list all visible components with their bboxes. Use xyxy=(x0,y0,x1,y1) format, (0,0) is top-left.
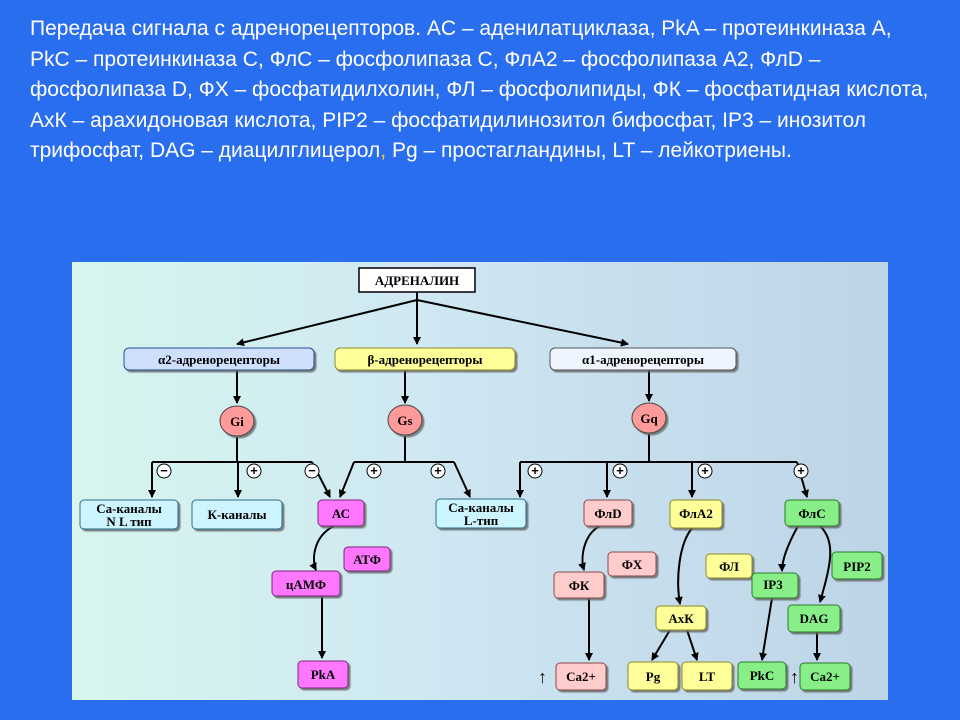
fld-box: ФлD xyxy=(583,499,633,527)
slide-caption: Передача сигнала с адренорецепторов. AC … xyxy=(30,14,930,167)
plus-sign-icon: + xyxy=(697,463,713,479)
gq-label: Gq xyxy=(640,411,658,426)
sign-text: + xyxy=(616,463,624,478)
lt-box: LT xyxy=(681,661,733,691)
alpha2-receptor-label: α2-адренорецепторы xyxy=(158,352,280,367)
ca-channels-l-box: Са-каналы L-тип xyxy=(435,498,527,529)
adrenaline-label: АДРЕНАЛИН xyxy=(375,273,459,288)
signal-diagram: АДРЕНАЛИН α2-адренорецепторы β-адренорец… xyxy=(79,267,883,691)
minus-sign-icon: − xyxy=(156,463,172,479)
ca-box-1: Ca2+ xyxy=(555,662,607,691)
caption-text-1: Передача сигнала с адренорецепторов. AC … xyxy=(30,17,929,162)
ac-label: АС xyxy=(332,506,350,521)
fla2-box: ФлА2 xyxy=(669,499,723,529)
gs-label: Gs xyxy=(397,413,412,428)
pka-label: PkA xyxy=(311,667,336,682)
ca-label-1: Ca2+ xyxy=(566,669,596,684)
lt-label: LT xyxy=(699,669,715,684)
fla2-label: ФлА2 xyxy=(679,506,713,521)
fl-box: ФЛ xyxy=(705,553,753,579)
gs-protein-circle: Gs xyxy=(387,404,423,436)
fx-label: ФХ xyxy=(622,557,643,572)
plus-sign-icon: + xyxy=(366,463,382,479)
pip2-box: PIP2 xyxy=(831,551,883,580)
fl-label: ФЛ xyxy=(719,559,739,574)
ca-channels-nl-line1: Са-каналы xyxy=(96,501,162,516)
sign-text: + xyxy=(701,463,709,478)
k-channels-box: К-каналы xyxy=(191,499,283,530)
fld-label: ФлD xyxy=(594,506,621,521)
atf-label: АТФ xyxy=(353,552,381,567)
axk-label: АхК xyxy=(668,611,694,626)
k-channels-label: К-каналы xyxy=(207,507,266,522)
dag-label: DAG xyxy=(800,611,829,626)
minus-sign-icon: − xyxy=(304,463,320,479)
sign-text: + xyxy=(434,463,442,478)
ca-box-2: Ca2+ xyxy=(799,662,851,691)
fx-box: ФХ xyxy=(607,551,657,577)
connectors xyxy=(148,292,832,661)
caption-accent-comma: , xyxy=(380,139,387,162)
plus-sign-icon: + xyxy=(246,463,262,479)
dag-box: DAG xyxy=(787,604,841,633)
atf-box: АТФ xyxy=(343,546,391,572)
alpha1-receptor-box: α1-адренорецепторы xyxy=(549,347,737,371)
plus-sign-icon: + xyxy=(527,463,543,479)
pg-box: Pg xyxy=(627,661,679,691)
gi-label: Gi xyxy=(230,414,244,429)
increase-arrow-icon: ↑ xyxy=(538,667,547,687)
axk-box: АхК xyxy=(655,605,707,631)
fk-box: ФК xyxy=(553,571,605,599)
ip3-label: IP3 xyxy=(763,577,783,592)
diagram-panel: АДРЕНАЛИН α2-адренорецепторы β-адренорец… xyxy=(72,262,888,700)
ca-label-2: Ca2+ xyxy=(810,669,840,684)
camp-label: цАМФ xyxy=(286,577,326,592)
pip2-label: PIP2 xyxy=(843,559,870,574)
caption-text-2: Pg – простагландины, LT – лейкотриены. xyxy=(386,139,792,162)
ip3-box: IP3 xyxy=(751,572,799,599)
ca-channels-nl-line2: N L тип xyxy=(106,514,152,529)
arrow-to-alpha2 xyxy=(236,299,418,347)
sign-text: + xyxy=(250,463,258,478)
beta-receptor-label: β-адренорецепторы xyxy=(367,352,482,367)
sign-text: − xyxy=(160,463,168,478)
pkc-box: PkC xyxy=(737,661,787,690)
sign-text: − xyxy=(308,463,316,478)
arrow-to-alpha1 xyxy=(416,299,629,347)
plus-sign-icon: + xyxy=(793,463,809,479)
pka-box: PkA xyxy=(297,660,349,689)
alpha2-receptor-box: α2-адренорецепторы xyxy=(123,347,315,371)
increase-arrow-icon: ↑ xyxy=(790,667,799,687)
camp-box: цАМФ xyxy=(271,570,341,597)
sign-text: + xyxy=(531,463,539,478)
gq-protein-circle: Gq xyxy=(631,402,667,434)
fls-box: ФлС xyxy=(784,499,840,527)
beta-receptor-box: β-адренорецепторы xyxy=(334,347,516,371)
ac-box: АС xyxy=(317,499,365,527)
ca-channels-l-line1: Са-каналы xyxy=(448,500,514,515)
sign-text: + xyxy=(797,463,805,478)
alpha1-receptor-label: α1-адренорецепторы xyxy=(582,352,704,367)
fls-label: ФлС xyxy=(798,506,825,521)
ca-channels-nl-box: Са-каналы N L тип xyxy=(79,499,179,530)
sign-text: + xyxy=(370,463,378,478)
adrenaline-box: АДРЕНАЛИН xyxy=(358,267,476,293)
plus-sign-icon: + xyxy=(430,463,446,479)
gi-protein-circle: Gi xyxy=(219,405,255,437)
pg-label: Pg xyxy=(646,669,661,684)
pkc-label: PkC xyxy=(750,668,775,683)
fk-label: ФК xyxy=(569,578,590,593)
plus-sign-icon: + xyxy=(612,463,628,479)
ca-channels-l-line2: L-тип xyxy=(464,513,499,528)
